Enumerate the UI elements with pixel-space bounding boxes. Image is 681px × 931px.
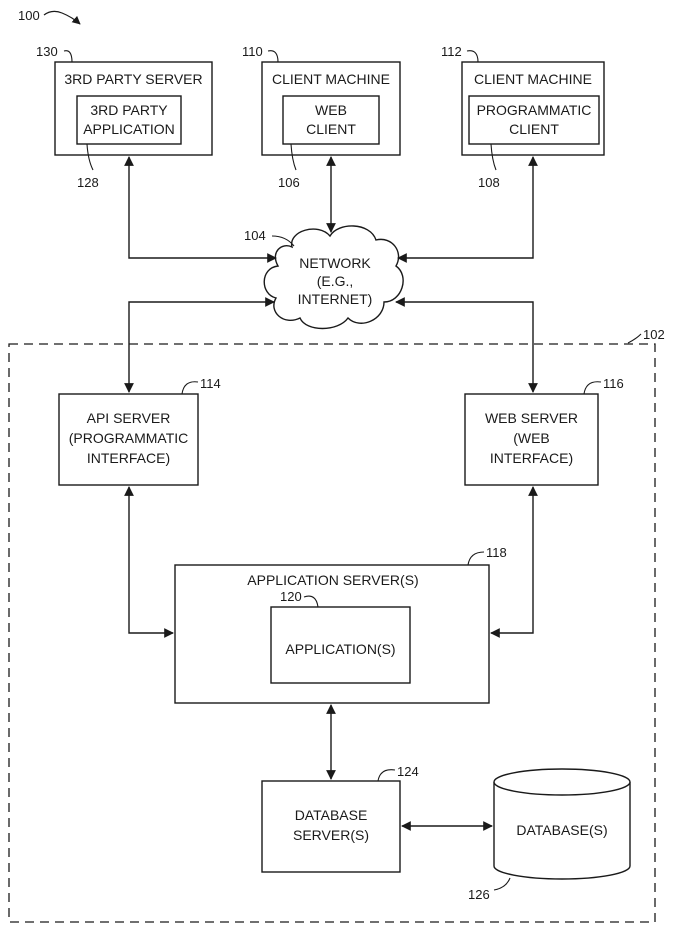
application-servers-title: APPLICATION SERVER(S) (247, 572, 418, 588)
system-boundary: 102 (8, 327, 665, 923)
programmatic-client-line-1: PROGRAMMATIC (477, 102, 592, 118)
connector-web-server-app-server (490, 486, 538, 638)
third-party-server-ref: 130 (36, 44, 58, 59)
figure-ref-label: 100 (18, 8, 40, 23)
third-party-application-leader (86, 143, 94, 171)
web-server-leader (583, 381, 602, 395)
third-party-application-line-2: APPLICATION (83, 121, 175, 137)
connector-programmatic-client-network (397, 156, 538, 263)
database-server-leader (377, 769, 396, 782)
figure-reference: 100 (18, 8, 81, 25)
api-server-ref: 114 (200, 376, 221, 391)
web-server-ref: 116 (603, 376, 624, 391)
database-ref: 126 (468, 887, 490, 902)
applications-leader (303, 595, 319, 608)
web-server-line-1: WEB SERVER (485, 410, 578, 426)
api-server-leader (181, 381, 199, 395)
web-client-ref: 106 (278, 175, 300, 190)
client-machine-programmatic-leader (466, 50, 479, 63)
third-party-server-title: 3RD PARTY SERVER (64, 71, 202, 87)
web-server-line-3: INTERFACE) (490, 450, 573, 466)
third-party-server: 3RD PARTY SERVER 3RD PARTY APPLICATION 1… (36, 44, 213, 190)
web-client-leader (290, 143, 297, 171)
applications-box (270, 606, 411, 684)
web-server-box (464, 393, 599, 486)
application-servers-ref: 118 (486, 545, 507, 560)
api-server-line-2: (PROGRAMMATIC (69, 430, 189, 446)
programmatic-client-ref: 108 (478, 175, 500, 190)
programmatic-client-line-2: CLIENT (509, 121, 559, 137)
database-server-box (261, 780, 401, 873)
third-party-application-box (76, 95, 182, 145)
network-cloud-shape (263, 225, 404, 330)
connector-network-api-server (124, 297, 275, 393)
database-server: DATABASE SERVER(S) 124 (261, 764, 419, 873)
network-line-3: INTERNET) (298, 291, 373, 307)
client-machine-web-title: CLIENT MACHINE (272, 71, 390, 87)
network-leader (271, 235, 295, 247)
web-client-box (282, 95, 380, 145)
application-servers: APPLICATION SERVER(S) APPLICATION(S) 118… (174, 545, 507, 704)
application-servers-leader (467, 551, 485, 566)
figure-ref-arrow (43, 10, 81, 25)
third-party-server-leader (63, 50, 73, 63)
api-server-box (58, 393, 199, 486)
connectors (124, 156, 538, 831)
web-client-line-1: WEB (315, 102, 347, 118)
client-machine-programmatic-title: CLIENT MACHINE (474, 71, 592, 87)
client-machine-web-ref: 110 (242, 44, 263, 59)
applications-label: APPLICATION(S) (285, 641, 395, 657)
client-machine-web: CLIENT MACHINE WEB CLIENT 110 106 (242, 44, 401, 190)
third-party-application-ref: 128 (77, 175, 99, 190)
client-machine-programmatic: CLIENT MACHINE PROGRAMMATIC CLIENT 112 1… (441, 44, 605, 190)
connector-network-web-server (395, 297, 538, 393)
client-machine-programmatic-ref: 112 (441, 44, 462, 59)
programmatic-client-box (468, 95, 600, 145)
network-ref: 104 (244, 228, 266, 243)
database-server-line-1: DATABASE (295, 807, 368, 823)
api-server-line-1: API SERVER (87, 410, 171, 426)
applications-ref: 120 (280, 589, 302, 604)
database-cylinder: DATABASE(S) 126 (468, 768, 631, 902)
connector-third-party-network (124, 156, 277, 263)
network-line-2: (E.G., (317, 273, 354, 289)
api-server: API SERVER (PROGRAMMATIC INTERFACE) 114 (58, 376, 221, 486)
third-party-application-line-1: 3RD PARTY (90, 102, 168, 118)
database-label: DATABASE(S) (516, 822, 607, 838)
connector-api-server-app-server (124, 486, 174, 638)
database-cylinder-body (493, 782, 631, 880)
system-boundary-box (8, 343, 656, 923)
network-line-1: NETWORK (299, 255, 371, 271)
client-machine-web-leader (267, 50, 279, 63)
database-cylinder-top (493, 768, 631, 796)
network-cloud: NETWORK (E.G., INTERNET) 104 (244, 225, 404, 330)
database-leader (493, 877, 511, 891)
web-client-line-2: CLIENT (306, 121, 356, 137)
system-boundary-leader (627, 333, 642, 344)
database-server-line-2: SERVER(S) (293, 827, 369, 843)
api-server-line-3: INTERFACE) (87, 450, 170, 466)
database-server-ref: 124 (397, 764, 419, 779)
web-server-line-2: (WEB (513, 430, 550, 446)
web-server: WEB SERVER (WEB INTERFACE) 116 (464, 376, 624, 486)
system-boundary-ref: 102 (643, 327, 665, 342)
